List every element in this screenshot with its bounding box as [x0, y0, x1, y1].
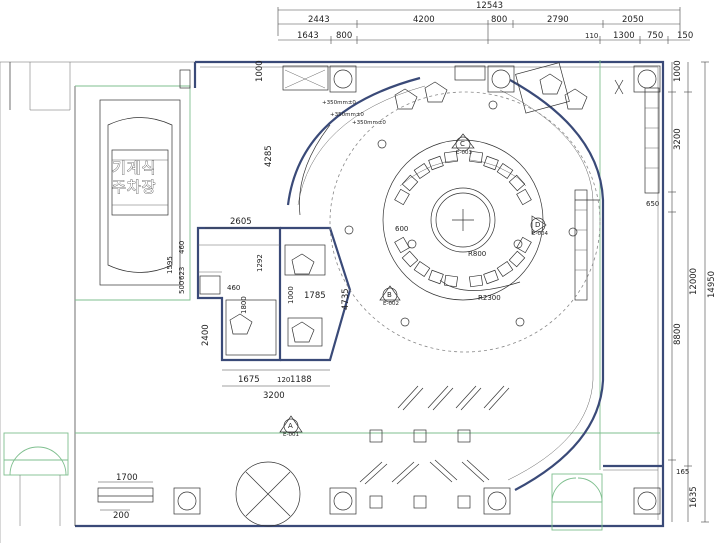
- left-glass-doors[interactable]: [3, 432, 69, 526]
- marker-b-code: E-002: [383, 301, 399, 307]
- seat-ring: [394, 150, 532, 288]
- dim-4735: 4735: [341, 288, 351, 310]
- marker-a-code: E-001: [283, 432, 299, 438]
- dim-1785: 1785: [304, 291, 326, 301]
- section-marker-b: B E-002: [379, 285, 401, 307]
- dim-3200-room: 3200: [263, 391, 285, 401]
- dim-2443: 2443: [308, 15, 330, 25]
- marker-c-letter: C: [460, 140, 465, 148]
- dim-2400: 2400: [201, 324, 211, 346]
- section-marker-d: D E-004: [530, 215, 548, 237]
- dim-1292: 1292: [256, 254, 264, 272]
- note-350-3: +350mm±0: [352, 120, 386, 126]
- label-600: 600: [395, 225, 408, 233]
- dim-1000-right: 1000: [673, 60, 683, 82]
- office-dimensions: 2605 4285 1000 1595 623 460 500 460 1292…: [166, 60, 351, 401]
- right-glass-doors[interactable]: [551, 473, 603, 531]
- dim-460a: 460: [178, 241, 186, 254]
- office-room: [196, 226, 352, 387]
- marker-c-code: E-003: [456, 150, 472, 156]
- dim-800-sub: 800: [336, 31, 352, 41]
- section-marker-c: C E-003: [451, 133, 475, 156]
- marker-a-letter: A: [288, 422, 293, 430]
- dim-1000-left: 1000: [255, 60, 265, 82]
- dim-165: 165: [676, 468, 689, 476]
- label-r2300: R2300: [478, 294, 501, 302]
- note-350-1: +350mm±0: [322, 100, 356, 106]
- dim-1675: 1675: [238, 375, 260, 385]
- dim-650: 650: [646, 200, 659, 208]
- dim-1643: 1643: [297, 31, 319, 41]
- dim-460b: 460: [227, 284, 240, 292]
- left-door: [9, 62, 71, 111]
- dim-14950: 14950: [707, 271, 717, 298]
- dim-110: 110: [585, 32, 598, 40]
- display-stands: [359, 385, 510, 509]
- section-marker-a: A E-001: [279, 415, 303, 438]
- dim-500: 500: [178, 281, 186, 294]
- dim-2790: 2790: [547, 15, 569, 25]
- dim-1188: 1188: [290, 375, 312, 385]
- dim-750: 750: [647, 31, 663, 41]
- dim-120: 120: [277, 376, 290, 384]
- right-dimensions: 14950 12000 1635 1000 3200 650 8800 165: [646, 60, 717, 523]
- dim-623: 623: [178, 267, 186, 280]
- dim-1635: 1635: [689, 486, 699, 508]
- dim-12000: 12000: [689, 268, 699, 295]
- dim-1000-office: 1000: [287, 286, 295, 304]
- revolving-door[interactable]: [235, 461, 301, 527]
- dim-800-top: 800: [491, 15, 507, 25]
- marker-d-code: E-004: [532, 231, 548, 237]
- curved-wall: [286, 76, 660, 491]
- upper-lounge: +350mm±0 +350mm±0 +350mm±0: [282, 62, 661, 126]
- marker-b-letter: B: [387, 291, 392, 299]
- dim-1700: 1700: [116, 473, 138, 483]
- dim-3200-right: 3200: [673, 128, 683, 150]
- mechanical-parking: 기계식 주차장: [99, 69, 191, 286]
- top-dimensions: 12543 2443 4200 800 2790 2050 1643 800 1…: [277, 1, 693, 44]
- central-circle: R800 R2300 600: [299, 91, 601, 353]
- bottom-dimensions: 1700 200: [98, 473, 153, 521]
- dim-1595: 1595: [166, 256, 174, 274]
- dim-4285: 4285: [264, 145, 274, 167]
- dim-150: 150: [677, 31, 693, 41]
- bottom-columns: [97, 487, 661, 515]
- label-r800: R800: [468, 250, 486, 258]
- dim-1300: 1300: [613, 31, 635, 41]
- dim-200: 200: [113, 511, 129, 521]
- exterior-walls: [0, 60, 665, 543]
- dim-4200: 4200: [413, 15, 435, 25]
- dim-total-width: 12543: [476, 1, 503, 11]
- note-350-2: +350mm±0: [330, 112, 364, 118]
- dim-2050: 2050: [622, 15, 644, 25]
- dim-1800: 1800: [240, 296, 248, 314]
- dim-8800: 8800: [673, 323, 683, 345]
- parking-label-1: 기계식: [112, 159, 156, 177]
- dim-2605: 2605: [230, 217, 252, 227]
- right-lower-wall: [603, 464, 663, 471]
- parking-label-2: 주차장: [112, 178, 156, 196]
- marker-d-letter: D: [535, 221, 540, 229]
